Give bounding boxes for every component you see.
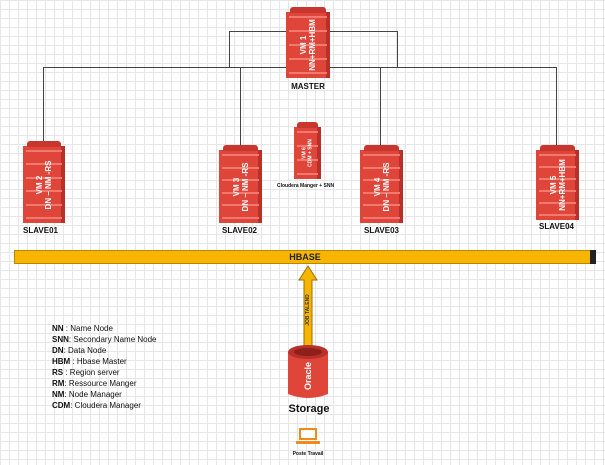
master-roles: NN+RM+HBM — [308, 19, 317, 71]
slave01-server[interactable]: VM 2 DN – NM -RS — [23, 141, 65, 223]
slave03-roles: DN – NM -RS — [381, 162, 391, 211]
legend-item: DN: Data Node — [52, 346, 107, 355]
cloudera-server[interactable]: VM 6 CDM + SNN — [294, 122, 321, 179]
hbase-bar-end — [590, 250, 596, 264]
slave01-vm: VM 2 — [34, 175, 44, 194]
cloudera-roles: CDM + SNN — [306, 139, 313, 167]
legend-item: RM: Ressource Manger — [52, 379, 137, 388]
master-label: MASTER — [291, 82, 325, 91]
storage-label: Storage — [288, 403, 330, 415]
connector-slave03 — [380, 67, 381, 147]
connector-slave02 — [240, 67, 241, 147]
connector-slave01 — [43, 67, 44, 143]
slave04-vm: VM 5 — [548, 175, 558, 195]
slave01-roles: DN – NM -RS — [44, 160, 53, 209]
slave03-server[interactable]: VM 4 DN – NM -RS — [360, 145, 403, 223]
slave04-label: SLAVE04 — [539, 222, 574, 231]
master-vm: VM 1 — [298, 35, 308, 55]
legend-item: NM: Node Manager — [52, 390, 122, 399]
hbase-label: HBASE — [289, 252, 321, 262]
database-icon[interactable] — [287, 344, 329, 402]
laptop-icon[interactable] — [296, 427, 320, 447]
cloudera-label: Cloudera Manger + SNN — [277, 183, 335, 189]
connector-master-left — [229, 31, 286, 32]
connector-master-right — [330, 31, 398, 32]
slave02-roles: DN – NM -RS — [240, 162, 250, 211]
legend: NN : Name Node SNN: Secondary Name Node … — [52, 323, 157, 411]
connector-right-down — [397, 31, 398, 68]
slave04-server[interactable]: VM 5 NN+RM+HBM — [536, 145, 579, 220]
slave01-label: SLAVE01 — [23, 226, 58, 235]
slave02-label: SLAVE02 — [222, 226, 257, 235]
slave04-roles: NN+RM+HBM — [557, 159, 567, 211]
hbase-bar[interactable]: HBASE — [14, 250, 596, 264]
slave02-server[interactable]: VM 3 DN – NM -RS — [219, 145, 262, 223]
oracle-label: Oracle — [303, 361, 313, 391]
legend-item: HBM : Hbase Master — [52, 357, 127, 366]
master-server[interactable]: VM 1 NN+RM+HBM — [286, 7, 330, 78]
slave03-vm: VM 4 — [372, 177, 382, 196]
legend-item: SNN: Secondary Name Node — [52, 335, 157, 344]
slave02-vm: VM 3 — [231, 177, 241, 196]
connector-slave04 — [556, 67, 557, 147]
legend-item: RS : Region server — [52, 368, 120, 377]
connector-left-down — [229, 31, 230, 68]
job-label: JOB TALEND — [305, 294, 311, 326]
slave03-label: SLAVE03 — [364, 226, 399, 235]
workstation-label: Poste Travail — [292, 451, 324, 457]
legend-item: NN : Name Node — [52, 324, 113, 333]
legend-item: CDM: Cloudera Manager — [52, 401, 141, 410]
